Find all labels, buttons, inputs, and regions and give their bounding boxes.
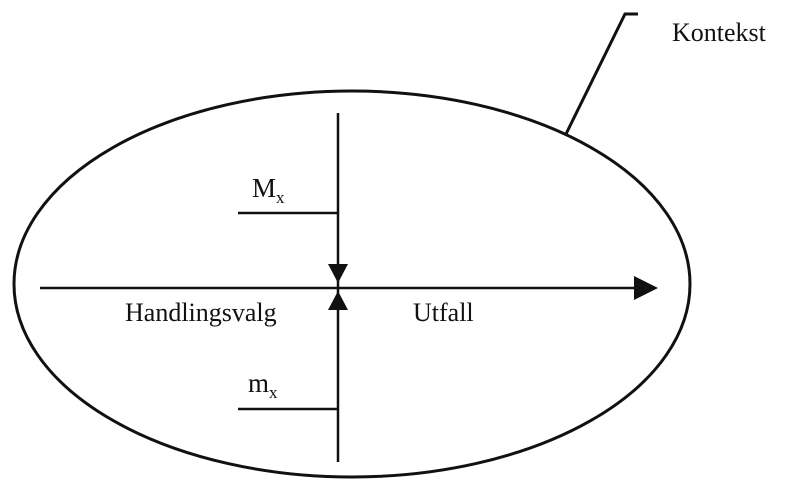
lower-variable-label: mx — [248, 368, 278, 402]
horizontal-axis-arrowhead — [634, 276, 658, 300]
outcome-label: Utfall — [413, 298, 474, 327]
context-leader-line — [564, 12, 638, 135]
up-arrowhead — [328, 291, 348, 310]
upper-variable-main: M — [252, 173, 276, 203]
upper-variable-label: Mx — [252, 173, 285, 207]
context-ellipse — [12, 89, 692, 479]
down-arrowhead — [328, 264, 348, 283]
action-choice-label: Handlingsvalg — [125, 298, 277, 327]
lower-variable-subscript: x — [269, 383, 278, 402]
upper-variable-subscript: x — [276, 188, 285, 207]
context-label: Kontekst — [672, 18, 767, 47]
lower-variable-main: m — [248, 368, 269, 398]
